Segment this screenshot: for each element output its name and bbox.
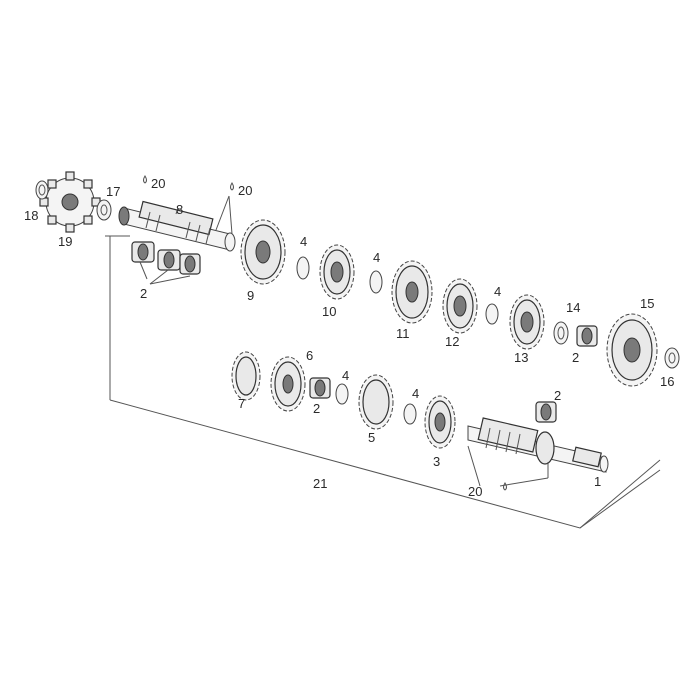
label-5: 5 xyxy=(368,430,375,445)
label-2-right: 2 xyxy=(554,388,561,403)
label-3: 3 xyxy=(433,454,440,469)
gear-10 xyxy=(319,244,355,300)
needle-bearing-2-right xyxy=(535,401,557,423)
needle-bearing-2-lower xyxy=(309,377,331,399)
washer-14 xyxy=(553,321,569,345)
label-4e: 4 xyxy=(412,386,419,401)
gear-15 xyxy=(606,313,658,387)
leader-lines xyxy=(139,195,549,487)
gear-3 xyxy=(424,395,456,449)
label-2-top: 2 xyxy=(140,286,147,301)
sprocket-19 xyxy=(39,171,101,233)
gear-13 xyxy=(509,294,545,350)
label-14: 14 xyxy=(566,300,580,315)
gear-11 xyxy=(391,260,433,324)
label-1: 1 xyxy=(594,474,601,489)
label-20c: 20 xyxy=(468,484,482,499)
label-2-upper: 2 xyxy=(572,350,579,365)
label-4c: 4 xyxy=(494,284,501,299)
washer-18 xyxy=(35,180,49,200)
label-4b: 4 xyxy=(373,250,380,265)
gear-12 xyxy=(442,278,478,334)
label-12: 12 xyxy=(445,334,459,349)
washer-17 xyxy=(96,199,112,221)
label-6: 6 xyxy=(306,348,313,363)
washer-4e xyxy=(403,403,417,425)
needle-bearings-2-top xyxy=(131,241,201,275)
assembly-frame-lines xyxy=(105,235,661,529)
washer-4a xyxy=(296,256,310,280)
label-21: 21 xyxy=(313,476,327,491)
label-2-lower: 2 xyxy=(313,401,320,416)
countershaft-1 xyxy=(467,417,609,473)
label-9: 9 xyxy=(247,288,254,303)
label-13: 13 xyxy=(514,350,528,365)
label-19: 19 xyxy=(58,234,72,249)
label-20b: 20 xyxy=(238,183,252,198)
label-17: 17 xyxy=(106,184,120,199)
label-7: 7 xyxy=(238,396,245,411)
gear-9 xyxy=(240,219,286,285)
label-10: 10 xyxy=(322,304,336,319)
label-20a: 20 xyxy=(151,176,165,191)
washer-16 xyxy=(664,347,680,369)
main-shaft-8 xyxy=(118,200,236,252)
label-16: 16 xyxy=(660,374,674,389)
label-4a: 4 xyxy=(300,234,307,249)
gear-6 xyxy=(270,356,306,412)
washer-4d xyxy=(335,383,349,405)
washer-4b xyxy=(369,270,383,294)
label-11: 11 xyxy=(396,326,410,341)
label-8: 8 xyxy=(176,202,183,217)
needle-bearing-2-upper xyxy=(576,325,598,347)
gear-5 xyxy=(358,374,394,430)
label-4d: 4 xyxy=(342,368,349,383)
label-18: 18 xyxy=(24,208,38,223)
label-15: 15 xyxy=(640,296,654,311)
gear-7 xyxy=(231,351,261,401)
washer-4c xyxy=(485,303,499,325)
